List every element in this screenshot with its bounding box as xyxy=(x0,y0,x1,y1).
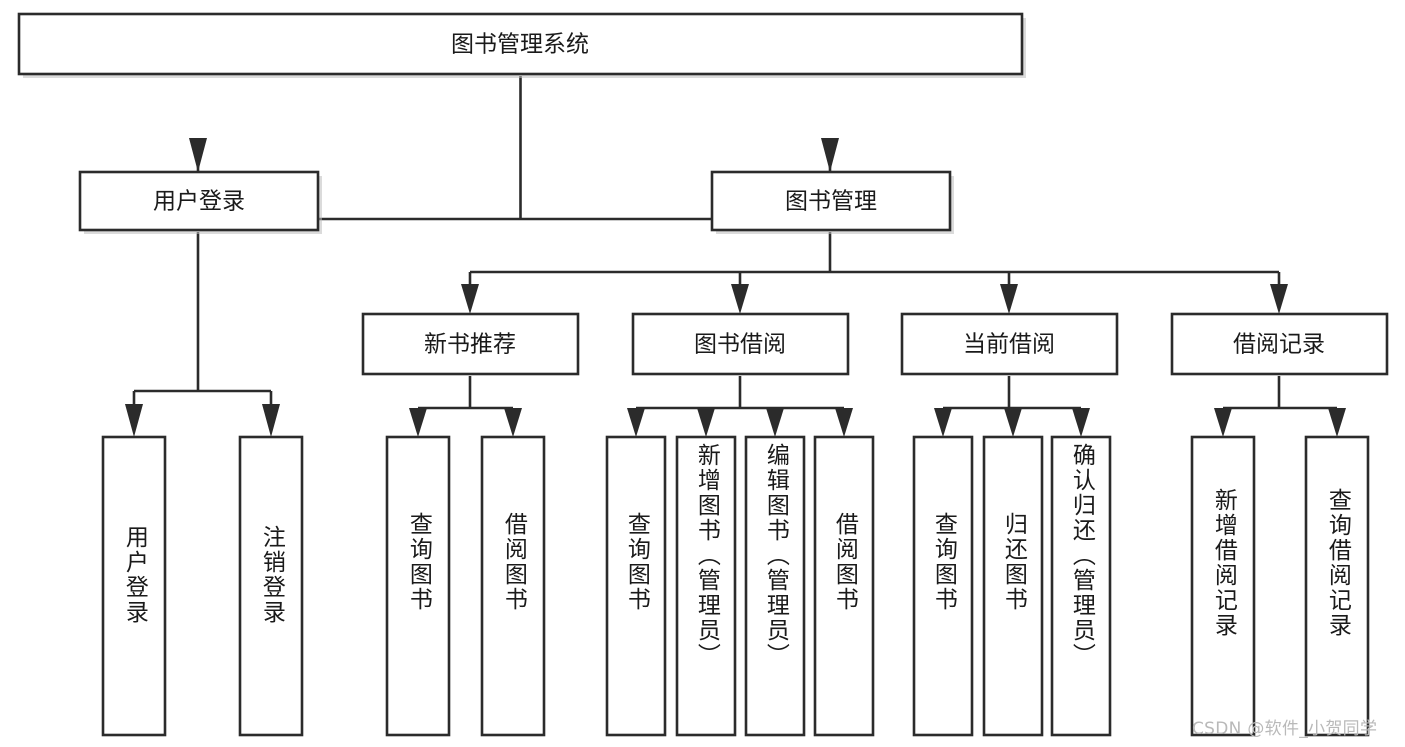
arrowhead-new-book-recommend xyxy=(461,284,479,314)
node-user-login[interactable] xyxy=(78,170,320,232)
node-new-book-recommend[interactable] xyxy=(361,312,580,376)
node-new-book-recommend-label: 新书推荐 xyxy=(424,332,516,358)
arrowhead-leaf-add-book xyxy=(697,408,715,437)
node-leaf-query-record[interactable] xyxy=(1304,435,1370,737)
watermark-text: CSDN @软件_小贺同学 xyxy=(1192,719,1378,739)
arrowhead-leaf-user-login xyxy=(125,404,143,437)
node-book-manage[interactable] xyxy=(710,170,952,232)
node-user-login-label: 用户登录 xyxy=(153,189,245,215)
node-root[interactable] xyxy=(17,12,1024,76)
node-book-borrow-label: 图书借阅 xyxy=(694,332,786,358)
node-leaf-add-record[interactable] xyxy=(1190,435,1256,737)
node-leaf-edit-book[interactable] xyxy=(744,435,806,737)
arrowhead-leaf-query-book-1 xyxy=(409,408,427,437)
arrowhead-leaf-query-record xyxy=(1328,408,1346,437)
node-leaf-query-book-1[interactable] xyxy=(385,435,451,737)
node-current-borrow[interactable] xyxy=(900,312,1119,376)
node-borrow-record[interactable] xyxy=(1170,312,1389,376)
node-leaf-logout[interactable] xyxy=(238,435,304,737)
arrowhead-leaf-logout xyxy=(262,404,280,437)
arrowhead-current-borrow xyxy=(1000,284,1018,314)
arrowhead-borrow-record xyxy=(1270,284,1288,314)
node-leaf-return-book[interactable] xyxy=(982,435,1044,737)
arrowhead-leaf-query-book-2 xyxy=(627,408,645,437)
arrowhead-leaf-query-book-3 xyxy=(934,408,952,437)
connector-layer xyxy=(125,76,1346,437)
arrowhead-leaf-add-record xyxy=(1214,408,1232,437)
node-leaf-add-book[interactable] xyxy=(675,435,737,737)
node-leaf-user-login[interactable] xyxy=(101,435,167,737)
arrowhead-book-manage xyxy=(821,138,839,172)
node-current-borrow-label: 当前借阅 xyxy=(963,332,1055,358)
node-root-label: 图书管理系统 xyxy=(451,32,589,58)
arrowhead-leaf-return-book xyxy=(1004,408,1022,437)
arrowhead-leaf-borrow-book-2 xyxy=(835,408,853,437)
node-leaf-borrow-book-1[interactable] xyxy=(480,435,546,737)
node-leaf-query-book-3[interactable] xyxy=(912,435,974,737)
node-leaf-confirm-return[interactable] xyxy=(1050,435,1112,737)
node-leaf-borrow-book-2[interactable] xyxy=(813,435,875,737)
arrowhead-leaf-confirm-return xyxy=(1072,408,1090,437)
node-book-borrow[interactable] xyxy=(631,312,850,376)
node-leaf-query-book-2[interactable] xyxy=(605,435,667,737)
arrowhead-leaf-edit-book xyxy=(766,408,784,437)
node-borrow-record-label: 借阅记录 xyxy=(1233,332,1325,358)
arrowhead-leaf-borrow-book-1 xyxy=(504,408,522,437)
arrowhead-book-borrow xyxy=(731,284,749,314)
arrowhead-user-login xyxy=(189,138,207,172)
node-book-manage-label: 图书管理 xyxy=(785,189,877,215)
node-layer: 图书管理系统 用户登录 图书管理 新书推荐 图书借阅 当前借阅 借阅记录 xyxy=(17,12,1389,737)
